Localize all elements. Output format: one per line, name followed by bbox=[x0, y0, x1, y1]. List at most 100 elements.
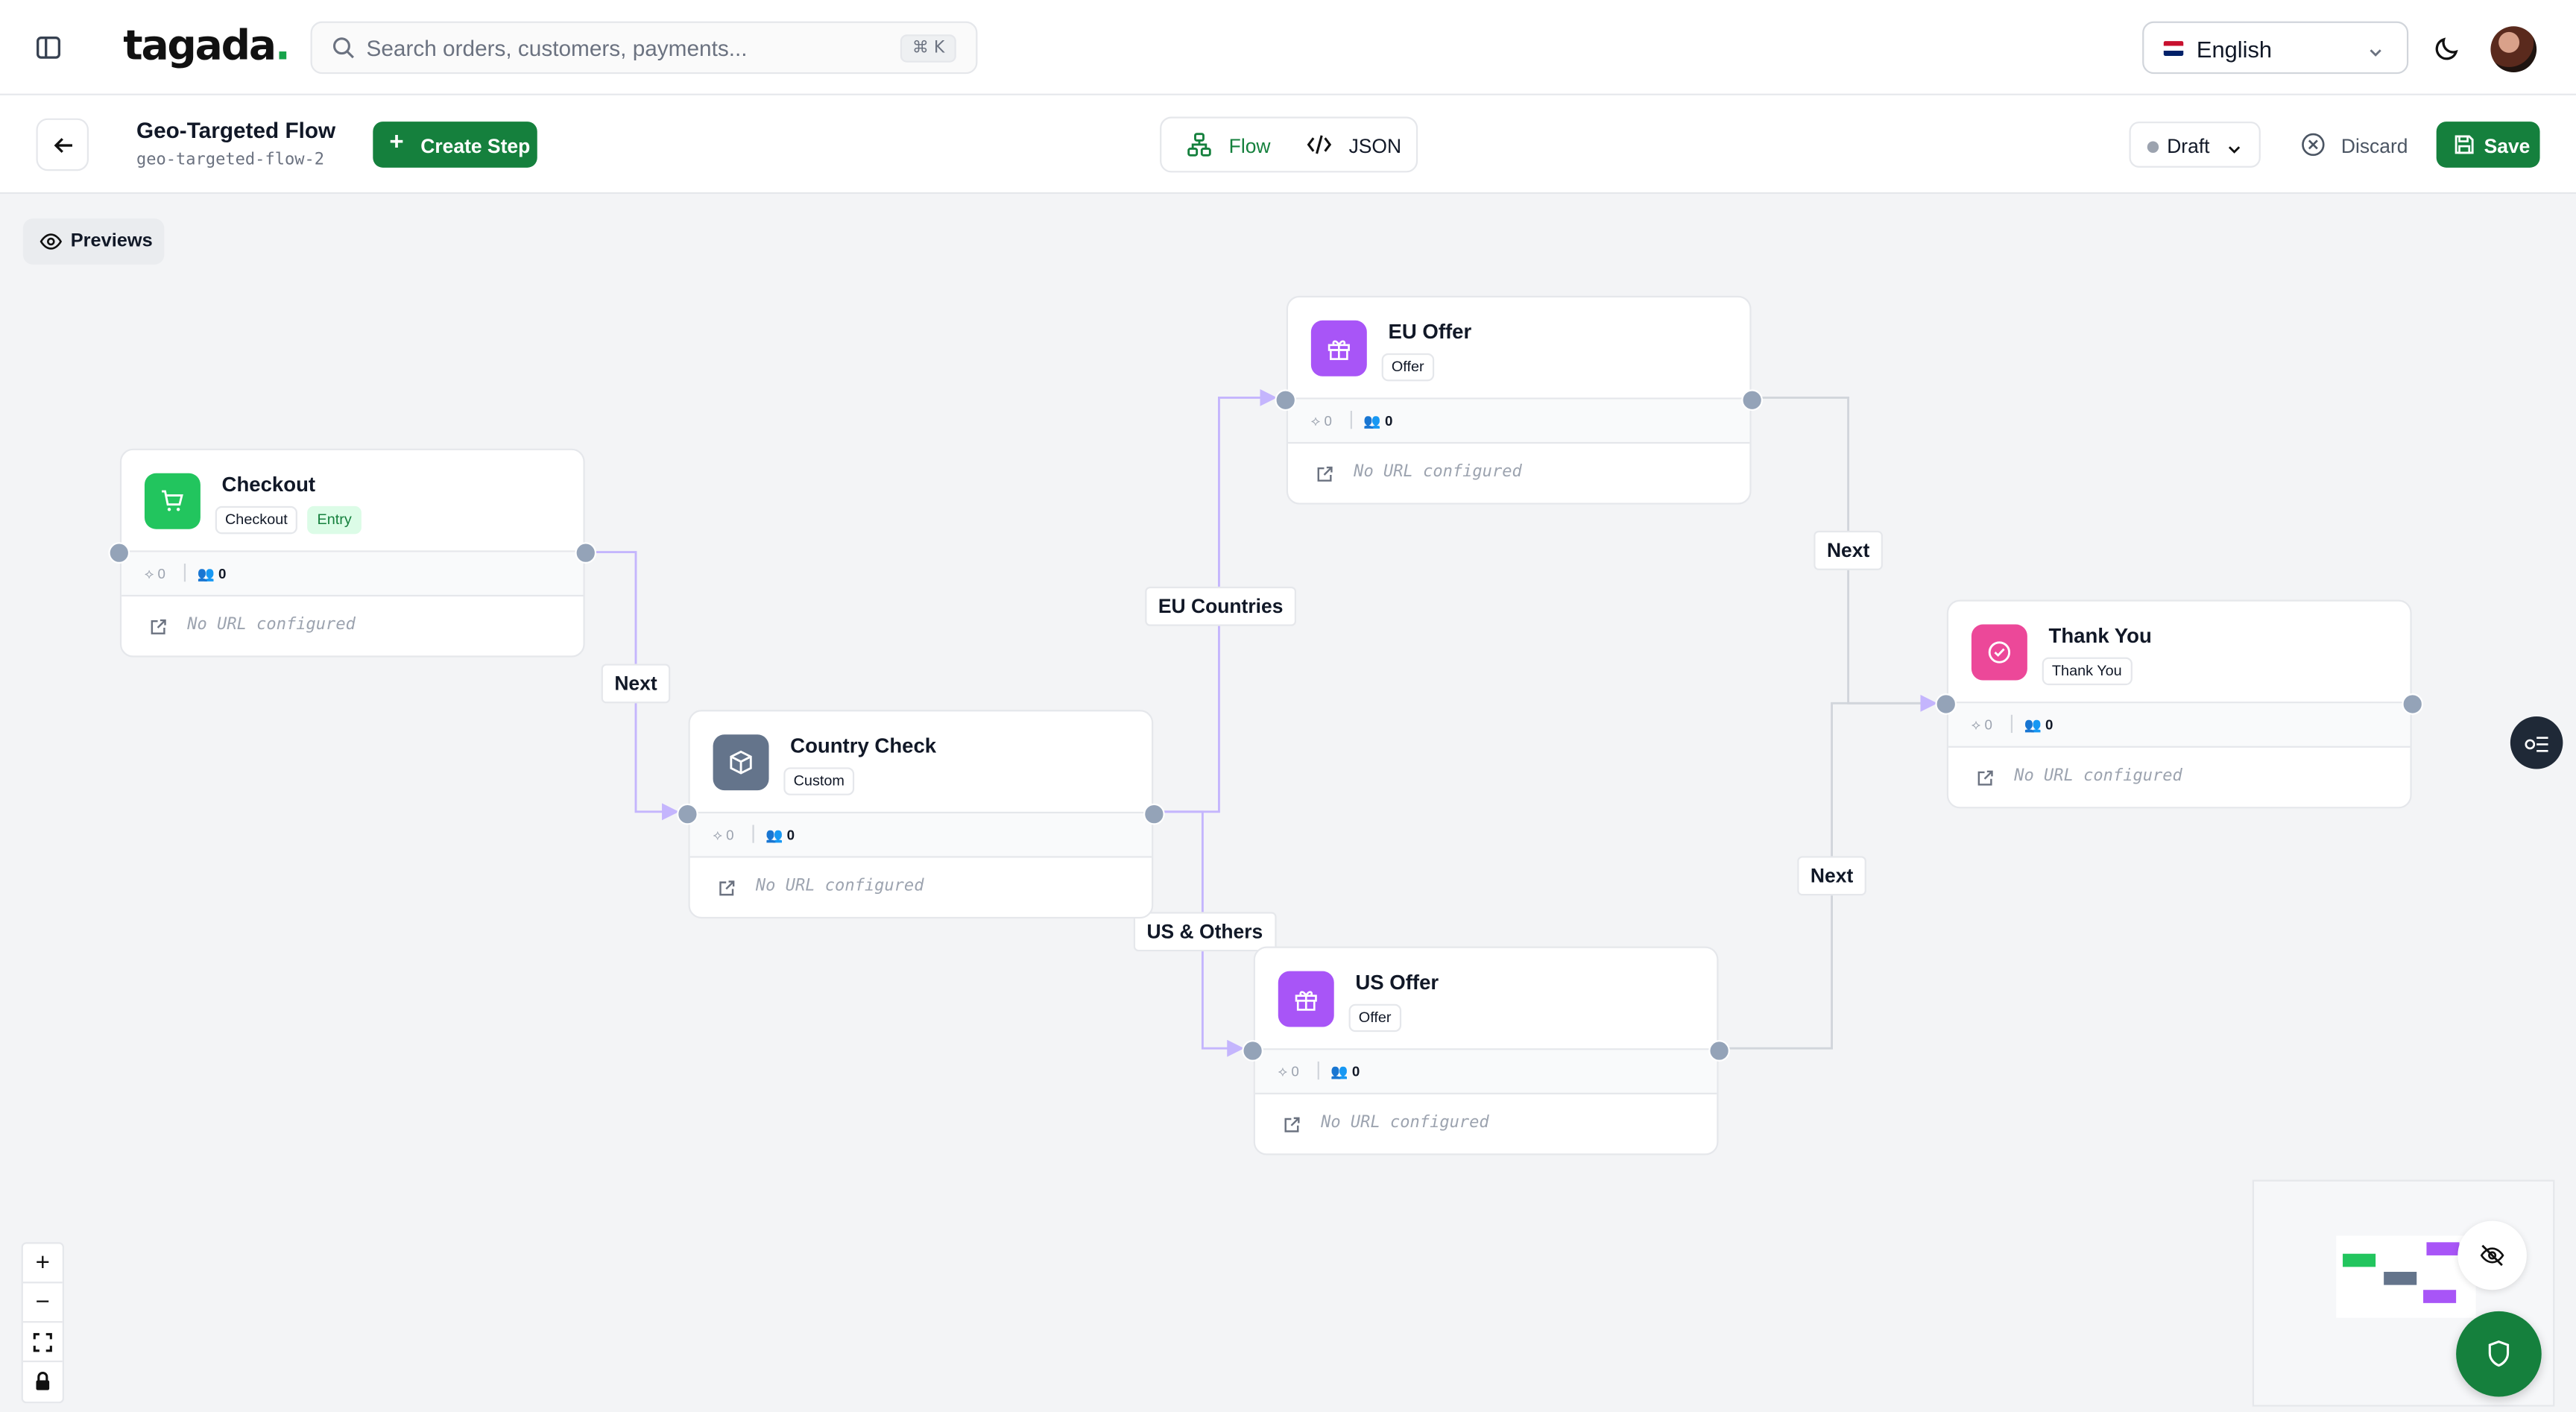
eye-icon bbox=[40, 233, 63, 250]
zoom-in-button[interactable]: + bbox=[22, 1244, 63, 1284]
node-stat-users: 👥 0 bbox=[2024, 716, 2053, 734]
user-avatar[interactable] bbox=[2490, 26, 2537, 72]
flow-header: Geo-Targeted Flow geo-targeted-flow-2 + … bbox=[0, 95, 2576, 195]
shield-icon bbox=[2488, 1340, 2510, 1367]
node-stat-clicks: ⟡ 0 bbox=[144, 565, 165, 582]
search-input[interactable]: Search orders, customers, payments... ⌘ … bbox=[310, 21, 978, 75]
minimap-node bbox=[2426, 1242, 2460, 1255]
gift-icon bbox=[1310, 320, 1367, 376]
lock-icon bbox=[36, 1372, 50, 1390]
node-url-link[interactable]: No URL configured bbox=[1948, 748, 2410, 807]
edge-label-next[interactable]: Next bbox=[1797, 856, 1866, 896]
input-handle[interactable] bbox=[1275, 389, 1297, 412]
security-fab-button[interactable] bbox=[2456, 1311, 2542, 1397]
discard-button[interactable]: Discard bbox=[2296, 122, 2422, 168]
dark-mode-toggle-icon[interactable] bbox=[2433, 33, 2463, 71]
x-circle-icon bbox=[2302, 133, 2325, 157]
node-title: Country Check bbox=[790, 734, 937, 758]
search-icon bbox=[332, 36, 355, 67]
output-handle[interactable] bbox=[1741, 389, 1763, 412]
list-settings-icon bbox=[2525, 737, 2548, 752]
input-handle[interactable] bbox=[1935, 693, 1957, 715]
edge-label-next[interactable]: Next bbox=[1813, 530, 1883, 570]
code-icon bbox=[1307, 135, 1332, 154]
flow-node-thank-you[interactable]: Thank You Thank You ⟡ 0 👥 0 No URL confi… bbox=[1935, 599, 2424, 809]
input-handle[interactable] bbox=[1242, 1040, 1263, 1062]
view-toggle: Flow JSON bbox=[1160, 116, 1418, 173]
previews-button[interactable]: Previews bbox=[22, 218, 165, 265]
node-type-badge: Offer bbox=[1381, 353, 1434, 382]
node-url-link[interactable]: No URL configured bbox=[1288, 444, 1749, 502]
node-type-badge: Checkout bbox=[215, 505, 298, 535]
flow-node-checkout[interactable]: Checkout Checkout Entry ⟡ 0 👥 0 No URL c… bbox=[108, 448, 597, 658]
external-link-icon bbox=[1317, 466, 1333, 482]
status-select[interactable]: Draft bbox=[2129, 122, 2261, 168]
input-handle[interactable] bbox=[108, 542, 130, 564]
node-stat-users: 👥 0 bbox=[765, 826, 795, 843]
app-logo[interactable]: tagada. bbox=[123, 21, 290, 69]
minimap[interactable] bbox=[2252, 1179, 2555, 1407]
entry-badge: Entry bbox=[307, 505, 362, 535]
node-stat-clicks: ⟡ 0 bbox=[1971, 716, 1992, 734]
back-button[interactable] bbox=[36, 118, 89, 171]
input-handle[interactable] bbox=[677, 803, 698, 825]
minimap-node bbox=[2343, 1253, 2376, 1267]
node-stat-clicks: ⟡ 0 bbox=[1278, 1063, 1299, 1080]
flow-node-eu-offer[interactable]: EU Offer Offer ⟡ 0 👥 0 No URL configured bbox=[1275, 295, 1763, 505]
external-link-icon bbox=[719, 880, 735, 896]
edge-label-next[interactable]: Next bbox=[601, 664, 671, 704]
plus-icon: + bbox=[35, 1249, 50, 1277]
node-title: EU Offer bbox=[1388, 320, 1472, 344]
output-handle[interactable] bbox=[2402, 693, 2424, 715]
box-icon bbox=[713, 734, 769, 791]
workflow-icon bbox=[1187, 133, 1211, 157]
lock-button[interactable] bbox=[23, 1362, 63, 1402]
chevron-down-icon bbox=[2367, 40, 2384, 69]
node-list-toggle-button[interactable] bbox=[2510, 716, 2563, 769]
node-stat-clicks: ⟡ 0 bbox=[1310, 412, 1332, 429]
language-label: English bbox=[2196, 36, 2273, 63]
save-button[interactable]: Save bbox=[2436, 122, 2540, 168]
node-stat-users: 👥 0 bbox=[1363, 412, 1393, 429]
flow-node-us-offer[interactable]: US Offer Offer ⟡ 0 👥 0 No URL configured bbox=[1242, 946, 1730, 1156]
minus-icon: − bbox=[35, 1288, 50, 1317]
external-link-icon bbox=[1977, 770, 1993, 786]
language-select[interactable]: English bbox=[2142, 21, 2409, 75]
external-link-icon bbox=[1284, 1117, 1300, 1132]
arrow-left-icon bbox=[54, 138, 72, 154]
tab-json[interactable]: JSON bbox=[1293, 123, 1412, 166]
zoom-out-button[interactable]: − bbox=[22, 1283, 63, 1323]
flow-title: Geo-Targeted Flow bbox=[136, 118, 336, 143]
minimap-node bbox=[2423, 1290, 2457, 1303]
node-stat-users: 👥 0 bbox=[1330, 1063, 1360, 1080]
fit-view-icon bbox=[33, 1333, 52, 1352]
output-handle[interactable] bbox=[1143, 803, 1165, 825]
node-type-badge: Custom bbox=[783, 767, 855, 795]
node-stat-users: 👥 0 bbox=[197, 565, 227, 582]
save-icon bbox=[2455, 135, 2474, 154]
output-handle[interactable] bbox=[1708, 1040, 1730, 1062]
top-bar: tagada. Search orders, customers, paymen… bbox=[0, 0, 2576, 95]
sidebar-toggle-icon[interactable] bbox=[33, 33, 66, 63]
uk-flag-icon bbox=[2163, 41, 2184, 56]
node-url-link[interactable]: No URL configured bbox=[121, 596, 583, 655]
hide-minimap-button[interactable] bbox=[2457, 1220, 2527, 1290]
search-placeholder: Search orders, customers, payments... bbox=[366, 36, 748, 61]
search-shortcut: ⌘ K bbox=[900, 34, 956, 63]
node-url-link[interactable]: No URL configured bbox=[690, 858, 1152, 917]
flow-node-country-check[interactable]: Country Check Custom ⟡ 0 👥 0 No URL conf… bbox=[677, 710, 1165, 919]
gift-icon bbox=[1278, 971, 1334, 1027]
tab-flow[interactable]: Flow bbox=[1167, 123, 1288, 166]
node-url-link[interactable]: No URL configured bbox=[1255, 1094, 1717, 1153]
node-type-badge: Thank You bbox=[2042, 657, 2132, 686]
create-step-button[interactable]: + Create Step bbox=[373, 122, 537, 168]
flow-canvas[interactable]: Previews Next EU Countries US & Others N… bbox=[0, 194, 2576, 1412]
edge-label-us-others[interactable]: US & Others bbox=[1133, 912, 1276, 952]
flow-slug: geo-targeted-flow-2 bbox=[136, 151, 325, 170]
plus-icon: + bbox=[389, 127, 404, 157]
fit-view-button[interactable] bbox=[22, 1323, 63, 1363]
external-link-icon bbox=[151, 619, 166, 634]
check-circle-icon bbox=[1971, 624, 2027, 681]
edge-label-eu-countries[interactable]: EU Countries bbox=[1145, 586, 1297, 626]
output-handle[interactable] bbox=[575, 542, 597, 564]
